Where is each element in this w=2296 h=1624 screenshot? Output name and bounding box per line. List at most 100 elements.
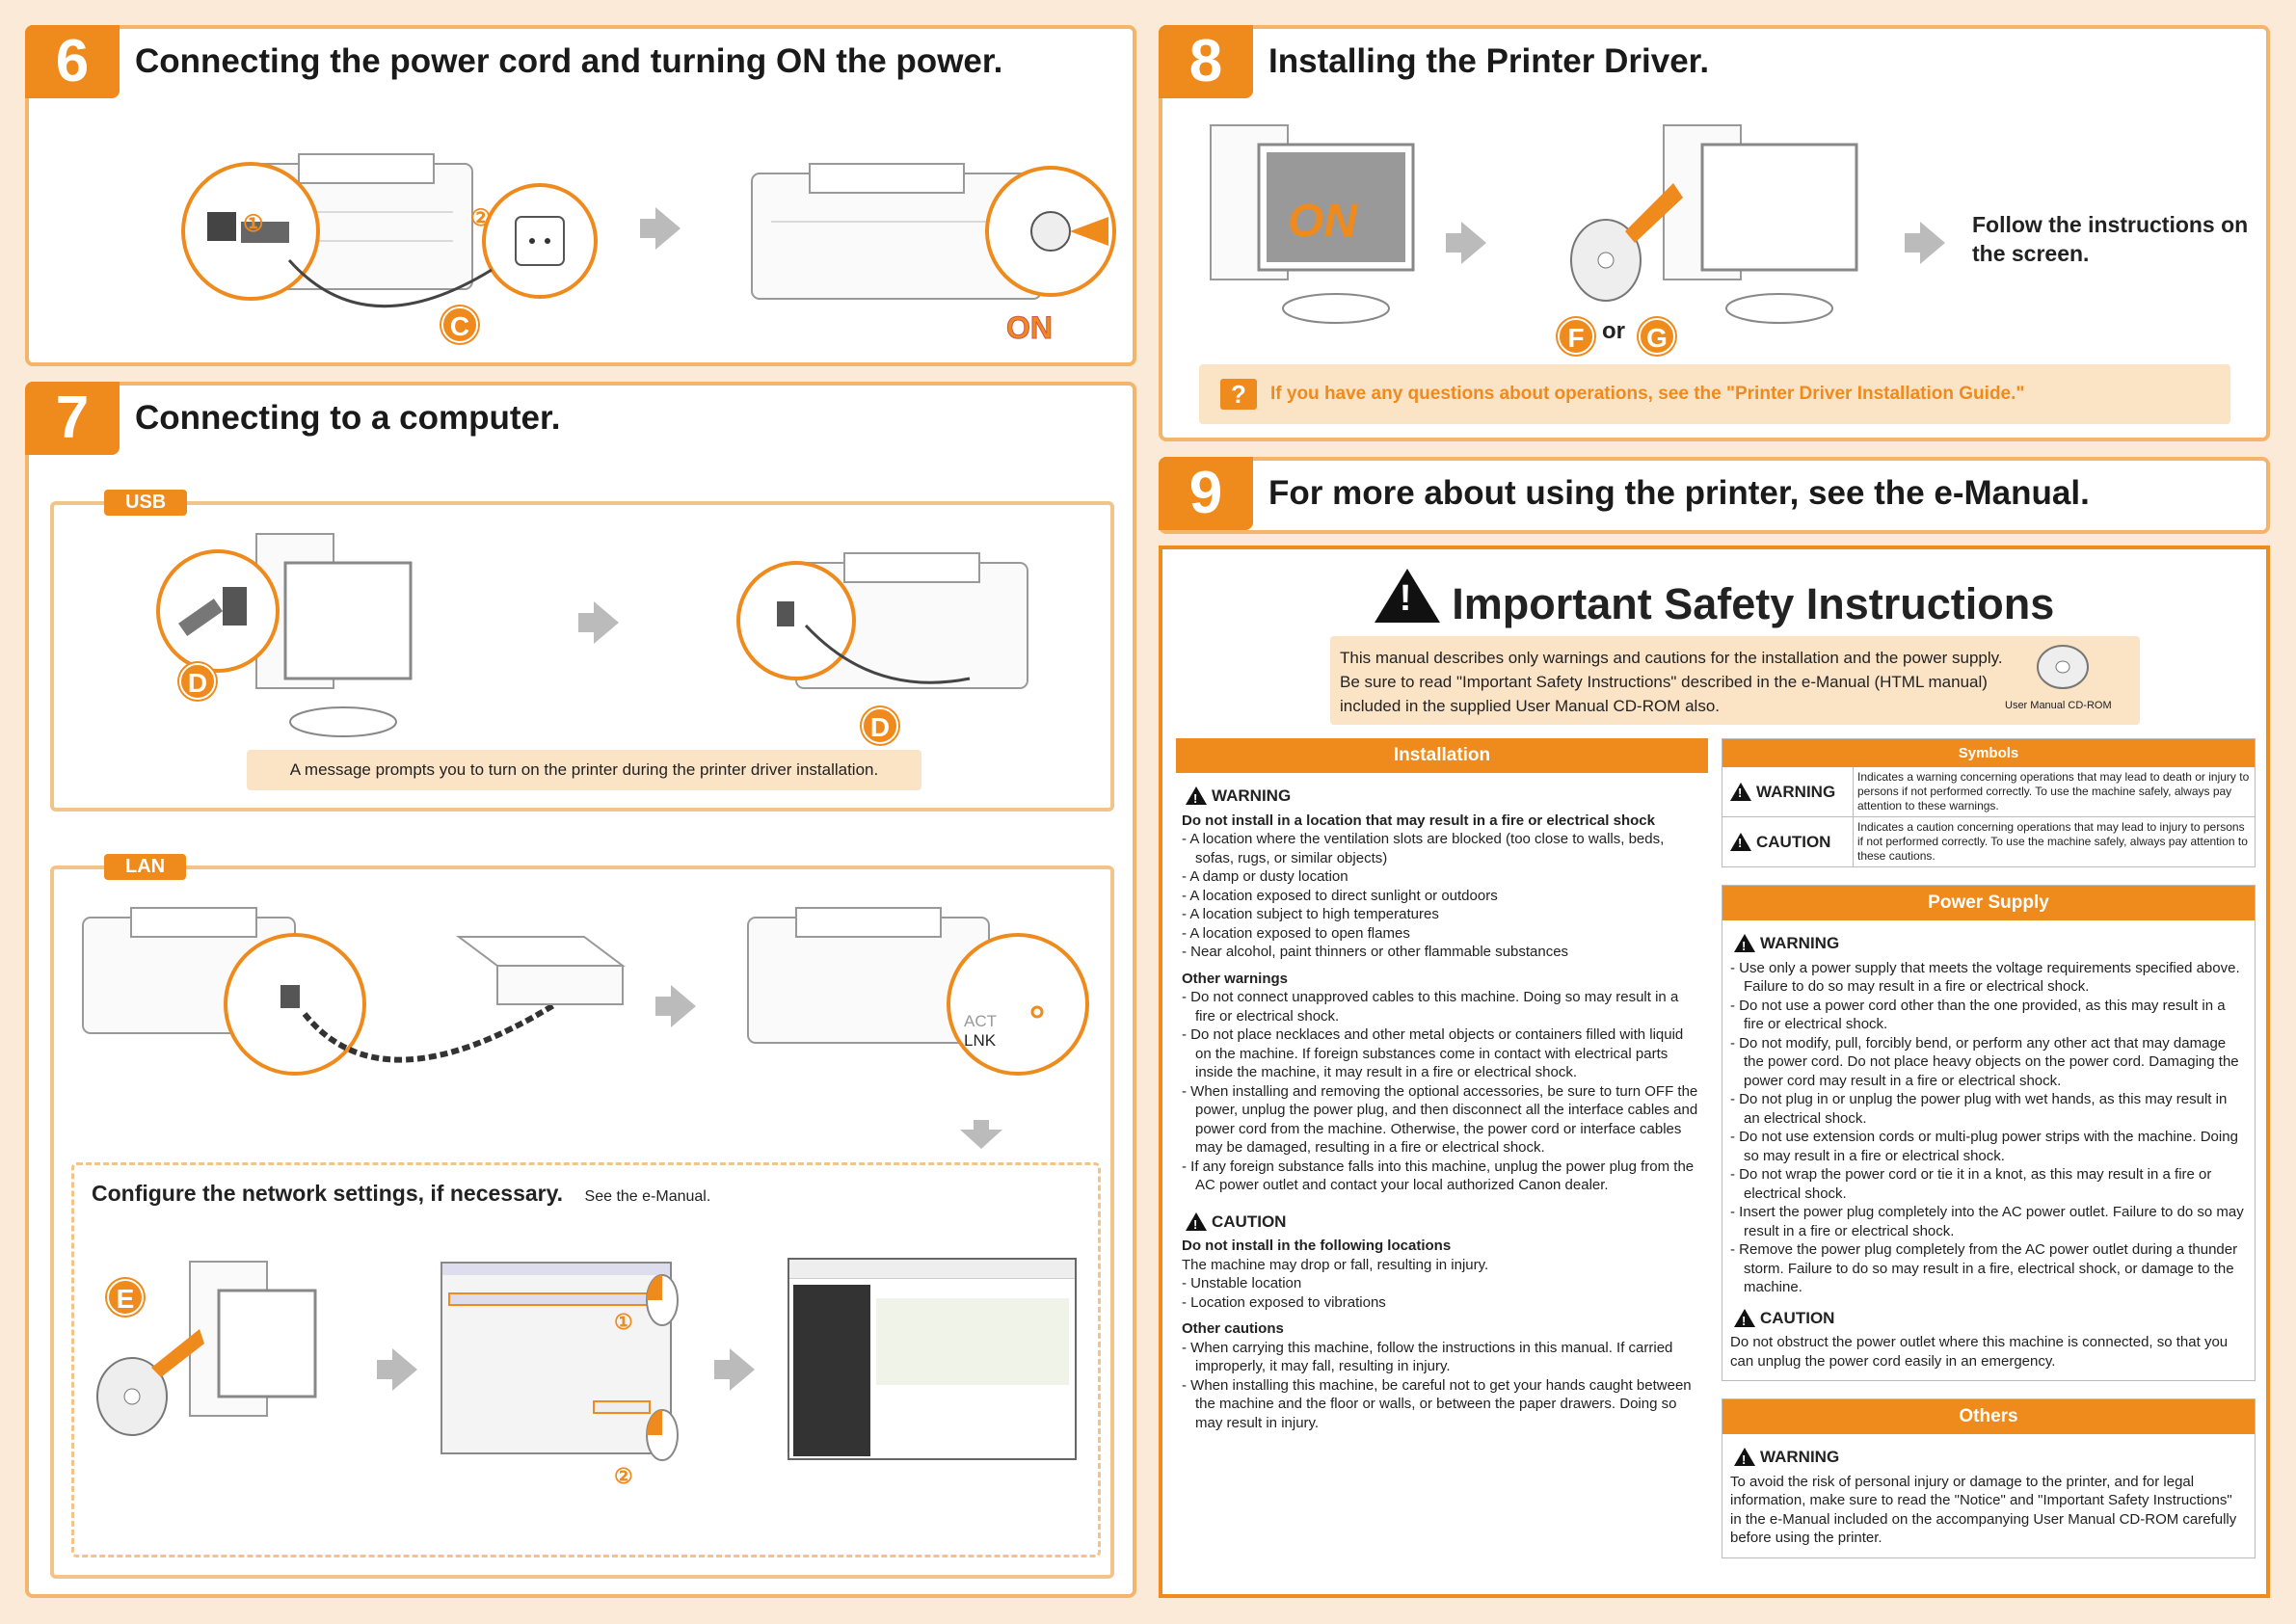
warning-icon (1734, 1308, 1755, 1330)
step-title: Connecting to a computer. (135, 399, 561, 437)
step-number: 6 (25, 25, 120, 98)
step-title: For more about using the printer, see th… (1268, 474, 2090, 512)
lan-tag: LAN (104, 854, 187, 880)
warning-icon (1186, 1211, 1207, 1234)
step-1-marker: ① (614, 1310, 633, 1334)
list-item: - Use only a power supply that meets the… (1730, 959, 2240, 996)
step-9-panel: 9 For more about using the printer, see … (1159, 457, 2270, 534)
list-item: - A location exposed to open flames (1182, 924, 1410, 942)
others-text: To avoid the risk of personal injury or … (1730, 1473, 2237, 1547)
cd-insert-illustration (1570, 124, 1858, 324)
usb-section: USB D D A message prompts you to turn on… (50, 490, 1114, 812)
list-item: - Location exposed to vibrations (1182, 1293, 1386, 1311)
question-text: If you have any questions about operatio… (1270, 384, 2025, 404)
step-number: 7 (25, 382, 120, 455)
list-item: - Do not place necklaces and other metal… (1182, 1026, 1684, 1080)
list-item: - When installing and removing the optio… (1182, 1082, 1698, 1157)
letter-d-badge: D (179, 663, 216, 700)
config-section: Configure the network settings, if neces… (71, 1162, 1101, 1557)
list-item: - Do not use a power cord other than the… (1730, 997, 2226, 1033)
emanual-screenshot (788, 1258, 1077, 1460)
printer-power-illustration (181, 153, 598, 307)
symbols-box: Symbols WARNING Indicates a warning conc… (1722, 738, 2256, 867)
warning-label: WARNING (1760, 934, 1840, 952)
list-item: - A location subject to high temperature… (1182, 906, 1439, 922)
usb-printer-illustration (736, 552, 1028, 689)
caution-description: Indicates a caution concerning operation… (1857, 820, 2248, 863)
letter-f-badge: F (1558, 318, 1594, 355)
power-caution-text: Do not obstruct the power outlet where t… (1730, 1334, 2229, 1370)
down-arrow-icon (960, 1120, 1002, 1149)
list-item: - A location exposed to direct sunlight … (1182, 887, 1498, 904)
list-item: - Do not connect unapproved cables to th… (1182, 989, 1679, 1025)
mouse-icon (646, 1409, 679, 1461)
install-list-3: - Unstable location - Location exposed t… (1182, 1274, 1702, 1312)
next-arrow-icon (1446, 222, 1486, 264)
list-item: - A location where the ventilation slots… (1182, 831, 1665, 866)
install-h4: Other cautions (1182, 1320, 1284, 1337)
step-2-marker: ② (614, 1464, 633, 1488)
cd-computer-illustration (96, 1261, 317, 1436)
warning-icon: ! (1374, 569, 1440, 623)
screen-on-label: ON (1288, 196, 1357, 247)
installation-header: Installation (1176, 738, 1708, 773)
power-header: Power Supply (1722, 886, 2255, 920)
on-label: ON (1006, 310, 1054, 346)
cd-label: User Manual CD-ROM (2005, 700, 2112, 711)
install-h3: Do not install in the following location… (1182, 1238, 1452, 1254)
lan-section: LAN ACT LNK Configure the network settin… (50, 854, 1114, 1579)
lan-cable-illustration (82, 907, 626, 1076)
install-list-2: - Do not connect unapproved cables to th… (1182, 988, 1702, 1195)
letter-e-badge: E (107, 1279, 144, 1316)
list-item: - Do not use extension cords or multi-pl… (1730, 1129, 2238, 1164)
list-item: - A damp or dusty location (1182, 868, 1348, 885)
usb-computer-illustration (156, 533, 413, 737)
install-h3-text: The machine may drop or fall, resulting … (1182, 1256, 1489, 1273)
power-supply-box: Power Supply WARNING - Use only a power … (1722, 885, 2256, 1381)
list-item: - Do not wrap the power cord or tie it i… (1730, 1166, 2212, 1202)
install-list-1: - A location where the ventilation slots… (1182, 830, 1702, 962)
intro-box: This manual describes only warnings and … (1330, 636, 2140, 725)
warning-label: WARNING (1760, 1448, 1840, 1466)
warning-label: WARNING (1756, 782, 1836, 801)
safety-title-row: ! Important Safety Instructions (1162, 569, 2266, 629)
caution-label: CAUTION (1756, 832, 1831, 851)
cd-rom-icon (2037, 645, 2089, 689)
warning-icon (1734, 934, 1755, 956)
step-6-panel: 6 Connecting the power cord and turning … (25, 25, 1136, 366)
list-item: - Insert the power plug completely into … (1730, 1204, 2244, 1239)
step-number: 9 (1159, 457, 1253, 530)
letter-c-badge: C (441, 306, 478, 343)
follow-instructions: Follow the instructions on the screen. (1972, 212, 2249, 266)
right-column: Symbols WARNING Indicates a warning conc… (1722, 738, 2256, 1558)
config-title: Configure the network settings, if neces… (92, 1181, 564, 1206)
step-2-marker: ② (470, 205, 492, 231)
list-item: - Do not modify, pull, forcibly bend, or… (1730, 1034, 2239, 1089)
warning-icon (1730, 833, 1751, 851)
step-8-panel: 8 Installing the Printer Driver. ON F or… (1159, 25, 2270, 441)
question-note: ? If you have any questions about operat… (1199, 364, 2230, 424)
safety-section: ! Important Safety Instructions This man… (1159, 546, 2270, 1598)
question-icon: ? (1220, 379, 1257, 410)
install-list-4: - When carrying this machine, follow the… (1182, 1339, 1702, 1433)
list-item: - Unstable location (1182, 1275, 1302, 1291)
computer-on-illustration (1210, 124, 1415, 324)
others-header: Others (1722, 1399, 2255, 1434)
next-arrow-icon (377, 1348, 417, 1391)
step-number: 8 (1159, 25, 1253, 98)
mouse-icon (646, 1274, 679, 1326)
symbols-header: Symbols (1722, 739, 2255, 767)
letter-d-badge: D (862, 707, 898, 744)
config-see: See the e-Manual. (584, 1188, 711, 1205)
list-item: - If any foreign substance falls into th… (1182, 1158, 1695, 1194)
safety-title: Important Safety Instructions (1452, 579, 2055, 628)
others-box: Others WARNING To avoid the risk of pers… (1722, 1398, 2256, 1558)
warning-icon (1186, 786, 1207, 809)
installation-column: Installation WARNING Do not install in a… (1176, 738, 1708, 1436)
step-title: Installing the Printer Driver. (1268, 42, 1710, 80)
intro-text: This manual describes only warnings and … (1340, 649, 2003, 715)
list-item: - Remove the power plug completely from … (1730, 1241, 2238, 1295)
caution-label: CAUTION (1212, 1211, 1287, 1231)
step-title: Connecting the power cord and turning ON… (135, 42, 1003, 80)
power-list: - Use only a power supply that meets the… (1730, 959, 2247, 1297)
